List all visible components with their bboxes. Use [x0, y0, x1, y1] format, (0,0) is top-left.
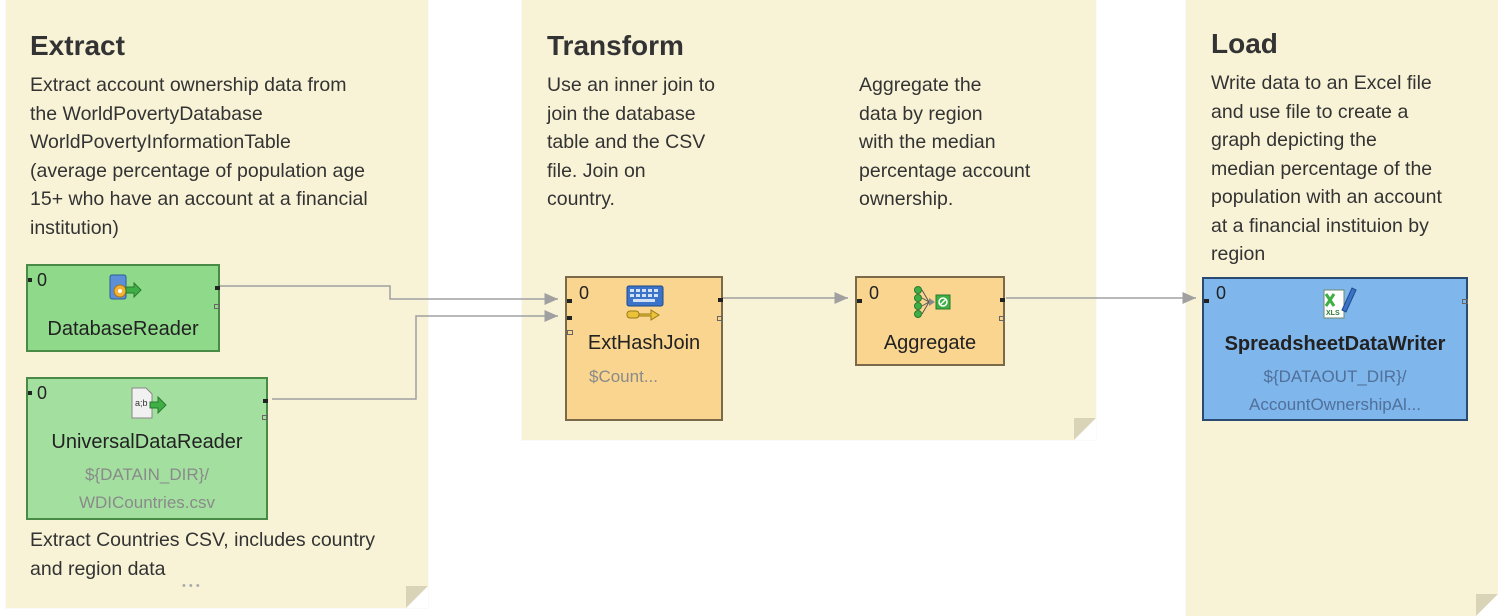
- output-port-secondary[interactable]: [999, 316, 1005, 321]
- component-label: ExtHashJoin: [587, 332, 701, 354]
- note-load-title: Load: [1211, 28, 1278, 59]
- note-transform-agg-text: Aggregate the data by region with the me…: [859, 74, 1031, 210]
- component-label: SpreadsheetDataWriter: [1224, 333, 1446, 355]
- text-file-arrow-icon: a;b: [128, 384, 168, 429]
- edge-udreader-join: [272, 310, 558, 400]
- note-fold: [1074, 418, 1096, 440]
- output-port-secondary[interactable]: [214, 304, 220, 309]
- svg-text:a;b: a;b: [135, 398, 148, 408]
- component-ext-hash-join[interactable]: 0 ExtHashJoin $Count...: [565, 276, 723, 421]
- component-spreadsheet-data-writer[interactable]: 0 XLS SpreadsheetDataWriter ${DATAOUT_DI…: [1202, 277, 1468, 421]
- output-port[interactable]: [1000, 298, 1005, 302]
- input-port[interactable]: [28, 391, 32, 395]
- component-label: UniversalDataReader: [51, 431, 243, 453]
- output-port-secondary[interactable]: [717, 316, 723, 321]
- note-transform-title: Transform: [547, 30, 684, 61]
- input-port-index: 0: [37, 383, 48, 403]
- component-aggregate[interactable]: 0 Aggregate: [855, 276, 1005, 366]
- output-port-secondary[interactable]: [262, 415, 268, 420]
- output-port[interactable]: [263, 399, 268, 403]
- component-join-key: $Count...: [589, 367, 658, 386]
- aggregate-nodes-icon: [913, 284, 953, 329]
- component-universal-data-reader[interactable]: 0 a;b UniversalDataReader ${DATAIN_DIR}/…: [26, 377, 268, 520]
- component-file-dir: ${DATAOUT_DIR}/: [1263, 367, 1407, 386]
- note-extract-text: Extract account ownership data from the …: [30, 74, 368, 239]
- input-port-index: 0: [1216, 283, 1227, 303]
- component-file-name: WDICountries.csv: [78, 493, 216, 512]
- component-label: DatabaseReader: [47, 318, 199, 340]
- output-port-secondary[interactable]: [1462, 299, 1468, 304]
- xls-spreadsheet-icon: XLS: [1318, 284, 1358, 329]
- input-port-index: 0: [869, 283, 880, 303]
- note-load-text: Write data to an Excel file and use file…: [1211, 72, 1442, 265]
- note-extract-more[interactable]: • • •: [182, 580, 200, 592]
- note-fold: [1476, 594, 1498, 616]
- component-database-reader[interactable]: 0 DatabaseReader: [26, 264, 220, 352]
- component-file-dir: ${DATAIN_DIR}/: [84, 465, 210, 484]
- input-port-1[interactable]: [567, 316, 572, 320]
- input-port[interactable]: [28, 278, 32, 282]
- input-port[interactable]: [857, 299, 862, 303]
- edge-dbreader-join: [220, 285, 558, 305]
- input-port-index: 0: [37, 270, 48, 290]
- database-gear-arrow-icon: [106, 271, 142, 312]
- note-extract-title: Extract: [30, 30, 125, 61]
- input-port-2[interactable]: [567, 330, 573, 335]
- note-transform-join-text: Use an inner join to join the database t…: [547, 74, 716, 210]
- keyboard-join-icon: [625, 284, 667, 329]
- note-extract-footer: Extract Countries CSV, includes country …: [30, 529, 376, 580]
- component-file-name: AccountOwnershipAl...: [1249, 395, 1421, 414]
- input-port-0[interactable]: [567, 299, 572, 303]
- output-port[interactable]: [215, 286, 220, 290]
- input-port-index: 0: [579, 283, 590, 303]
- output-port[interactable]: [718, 298, 723, 302]
- svg-text:XLS: XLS: [1326, 310, 1340, 317]
- component-label: Aggregate: [883, 332, 977, 354]
- input-port[interactable]: [1204, 299, 1209, 303]
- note-fold: [406, 586, 428, 608]
